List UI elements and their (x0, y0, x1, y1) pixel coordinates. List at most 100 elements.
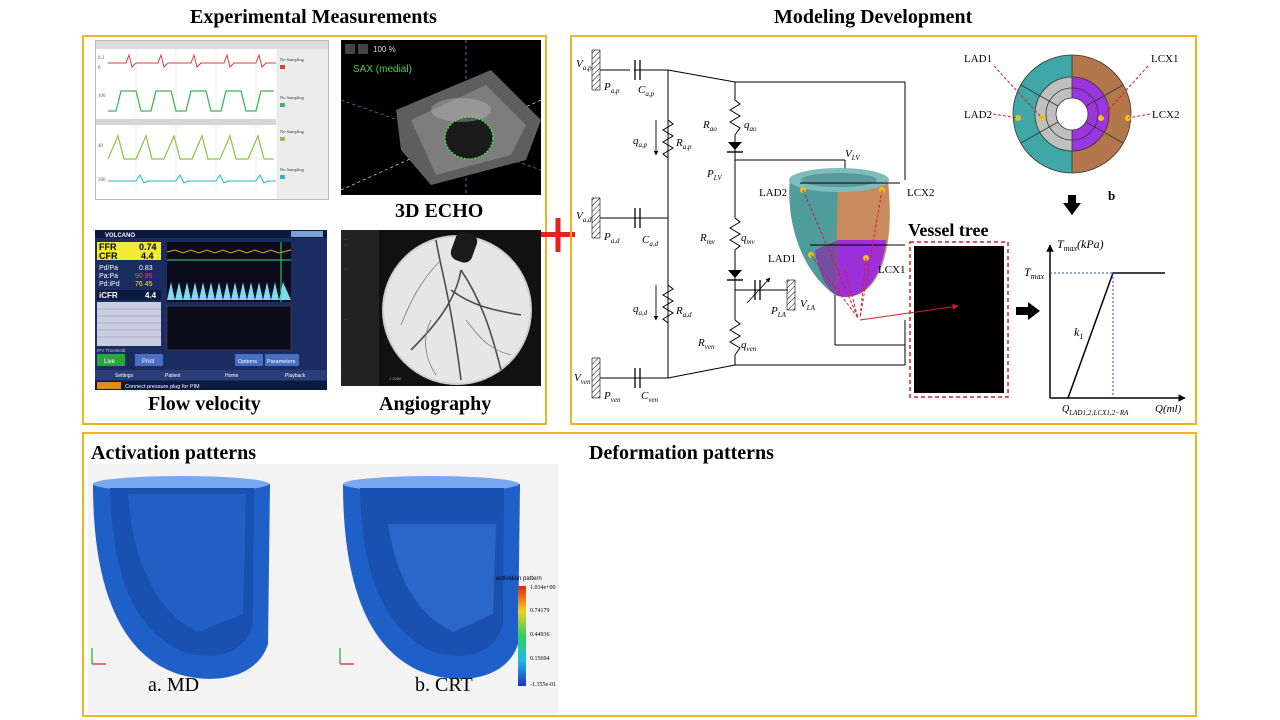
lbl-qven: qven (741, 339, 757, 353)
lbl-vven: Vven (574, 372, 591, 386)
heart-lbl-lad1: LAD1 (768, 253, 796, 265)
monitor-row-4-label: Pd:iPd (99, 281, 120, 288)
lbl-vla: VLA (800, 298, 816, 312)
monitor-status: Connect pressure plug for PIM (125, 384, 200, 390)
echo-screenshot: 100 % SAX (medial) (341, 40, 541, 195)
lbl-rmv: Rmv (699, 232, 716, 246)
lbl-qmv: qmv (741, 232, 756, 246)
down-arrow-icon (1063, 195, 1081, 215)
tension-ylabel: Tmax(kPa) (1057, 237, 1104, 253)
colorbar (518, 586, 526, 686)
colorbar-tick-0: 1.034e+00 (530, 585, 556, 591)
modeling-panel (570, 35, 1197, 425)
tension-plot (1046, 244, 1186, 402)
heart-model (789, 168, 905, 319)
svg-text:40: 40 (98, 144, 104, 149)
monitor-threshold: IPV Threshold (97, 348, 126, 353)
ecg-channel-1: No Sampling (280, 57, 305, 62)
modeling-diagram: Va,p Pa,p Ca,p qa,p Ra,p Va,d Pa,d Ca,d … (574, 49, 1186, 417)
monitor-row-3-value: 90 95 (135, 273, 153, 280)
monitor-tab-home: Home (225, 373, 239, 379)
echo-view-label: SAX (medial) (353, 64, 412, 75)
title-experimental: Experimental Measurements (190, 6, 437, 28)
monitor-tab-playback: Playback (285, 373, 306, 379)
monitor-button-live: Live (104, 359, 116, 365)
bullseye-lbl-lad2: LAD2 (964, 109, 992, 121)
echo-graphic: 100 % SAX (medial) (341, 40, 541, 195)
svg-text:—: — (343, 237, 348, 241)
monitor-tab-patient: Patient (165, 373, 181, 379)
ecg-traces-screenshot: 0.2 0 100 40 200 No Sampling No Sampling No … (95, 40, 329, 200)
heart-lbl-lcx1: LCX1 (878, 264, 906, 276)
monitor-row-1-value: 4.4 (141, 251, 154, 261)
right-arrow-icon (1016, 302, 1040, 320)
angiography-graphic: ———— 1 2080 (341, 230, 532, 386)
bullseye-tag: b (1108, 188, 1115, 203)
lbl-cven: Cven (641, 390, 659, 404)
lbl-vad: Va,d (576, 210, 592, 224)
echo-zoom: 100 % (373, 45, 396, 54)
lbl-qad: qa,d (633, 303, 648, 317)
volcano-brand: VOLCANO (105, 233, 135, 239)
tension-ytick: Tmax (1024, 265, 1044, 281)
label-md: a. MD (148, 674, 200, 696)
monitor-row-3-label: Pa:Pa (99, 273, 118, 280)
monitor-row-2-label: Pd/Pa (99, 265, 118, 272)
ecg-channel-3: No Sampling (280, 129, 305, 134)
volcano-monitor-graphic: VOLCANO FFR 0.74 CFR 4.4 Pd/Pa 0.83 Pa:P… (95, 230, 327, 390)
title-deformation: Deformation patterns (589, 442, 774, 464)
lbl-cap: Ca,p (638, 84, 655, 98)
lbl-vap: Va,p (576, 58, 592, 72)
colorbar-tick-4: -1.355e-01 (530, 682, 556, 688)
monitor-row-0-value: 0.74 (139, 242, 157, 252)
svg-text:—: — (343, 317, 348, 321)
bullseye-lbl-lcx1: LCX1 (1151, 53, 1179, 65)
title-activation: Activation patterns (91, 442, 256, 464)
monitor-row-0-label: FFR (99, 242, 117, 252)
lbl-pad: Pa,d (603, 231, 620, 245)
ecg-channel-4: No Sampling (280, 167, 305, 172)
bullseye-lbl-lad1: LAD1 (964, 53, 992, 65)
tension-xtick: QLAD1,2;LCX1,2−RA (1062, 404, 1129, 417)
vessel-tree-image (914, 246, 1004, 393)
svg-text:100: 100 (98, 94, 106, 99)
experimental-panel (82, 35, 547, 425)
svg-text:0.2: 0.2 (98, 56, 105, 61)
lbl-plv: PLV (706, 168, 722, 182)
lbl-rven: Rven (697, 337, 715, 351)
heart-lbl-lad2: LAD2 (759, 187, 787, 199)
colorbar-tick-3: 0.15694 (530, 656, 550, 662)
caption-angiography: Angiography (379, 393, 492, 415)
vessel-tree-label: Vessel tree (908, 220, 988, 240)
monitor-row-5-label: iCFR (99, 291, 118, 300)
lbl-rad: Ra,d (675, 305, 692, 319)
tension-xlabel: Q(ml) (1155, 403, 1182, 415)
ecg-channel-2: No Sampling (280, 95, 305, 100)
lbl-qap: qa,p (633, 135, 648, 149)
ecg-traces-graphic: 0.2 0 100 40 200 No Sampling No Sampling No … (96, 41, 328, 199)
lbl-pap: Pa,p (603, 81, 620, 95)
plus-icon (541, 218, 575, 252)
angiography-screenshot: ———— 1 2080 (341, 230, 541, 386)
volcano-monitor-screenshot: VOLCANO FFR 0.74 CFR 4.4 Pd/Pa 0.83 Pa:P… (95, 230, 327, 390)
title-modeling: Modeling Development (774, 6, 973, 28)
heart-lbl-lcx2: LCX2 (907, 187, 935, 199)
svg-text:0: 0 (98, 66, 101, 71)
tension-slope: k1 (1074, 325, 1083, 341)
monitor-row-5-value: 4.4 (145, 291, 157, 300)
lbl-rao: Rao (702, 119, 717, 133)
monitor-button-print: Print (142, 359, 155, 365)
monitor-button-parameters: Parameters (267, 359, 296, 365)
monitor-row-2-value: 0.83 (139, 265, 153, 272)
colorbar-tick-2: 0.44936 (530, 632, 550, 638)
colorbar-tick-1: 0.74179 (530, 608, 550, 614)
svg-text:200: 200 (98, 178, 106, 183)
svg-text:—: — (343, 243, 348, 247)
svg-text:—: — (343, 267, 348, 271)
patterns-panel (82, 432, 1197, 717)
vessel-tree-frame (909, 241, 1009, 398)
monitor-button-options: Options (238, 359, 257, 365)
lbl-rap: Ra,p (675, 137, 692, 151)
monitor-row-4-value: 76 45 (135, 281, 153, 288)
caption-3d-echo: 3D ECHO (395, 200, 484, 222)
